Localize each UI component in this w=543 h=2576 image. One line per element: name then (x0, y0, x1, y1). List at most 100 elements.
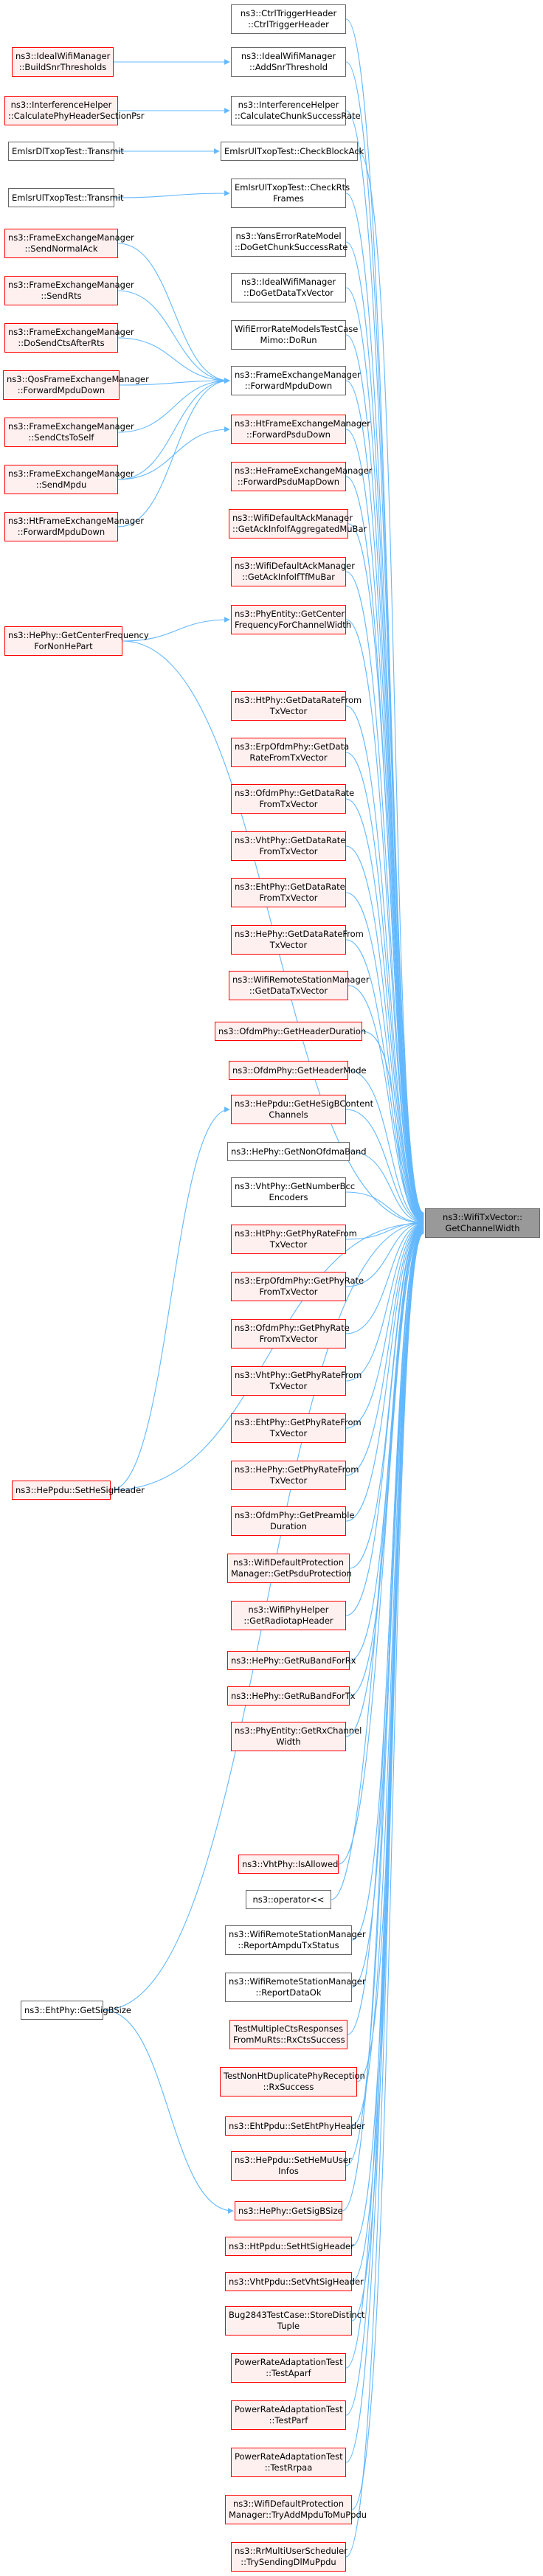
node-testrrpaa[interactable]: PowerRateAdaptationTest::TestRrpaa (231, 2448, 346, 2477)
node-heforwardpsdumapdown[interactable]: ns3::HeFrameExchangeManager::ForwardPsdu… (231, 462, 373, 491)
node-addsnrthreshold[interactable]: ns3::IdealWifiManager::AddSnrThreshold (231, 47, 346, 77)
node-forwardmpdudown[interactable]: ns3::FrameExchangeManager::ForwardMpduDo… (231, 366, 361, 395)
node-getheadermode[interactable]: ns3::OfdmPhy::GetHeaderMode (229, 1061, 367, 1080)
node-ultransmit[interactable]: EmlsrUlTxopTest::Transmit (8, 188, 124, 207)
node-label: ns3::QosFrameExchangeManager (7, 374, 149, 384)
node-operatorlshift[interactable]: ns3::operator<< (246, 1890, 331, 1909)
node-dogetchunksuccessrate[interactable]: ns3::YansErrorRateModel::DoGetChunkSucce… (231, 227, 347, 257)
call-edge-sendmpdu-to-htforwardpsdudown (117, 426, 230, 480)
node-sendnormalack[interactable]: ns3::FrameExchangeManager::SendNormalAck (4, 229, 134, 258)
node-buildsnrthresholds[interactable]: ns3::IdealWifiManager::BuildSnrThreshold… (12, 47, 114, 77)
node-testparf[interactable]: PowerRateAdaptationTest::TestParf (231, 2400, 346, 2430)
node-reportdataok[interactable]: ns3::WifiRemoteStationManager::ReportDat… (225, 1973, 366, 2002)
node-reportampdutxstatus[interactable]: ns3::WifiRemoteStationManager::ReportAmp… (225, 1925, 366, 1955)
node-label: ns3::IdealWifiManager (241, 51, 336, 61)
node-label: ns3::OfdmPhy::GetHeaderMode (232, 1064, 367, 1076)
node-label: ns3::FrameExchangeManager (8, 327, 134, 337)
node-getdatatxvector[interactable]: ns3::WifiRemoteStationManager::GetDataTx… (229, 971, 370, 1000)
node-getackinfoiftfmubar[interactable]: ns3::WifiDefaultAckManager::GetAckInfoIf… (231, 557, 355, 586)
node-calculatephyheadersectionpsr[interactable]: ns3::InterferenceHelper::CalculatePhyHea… (4, 96, 145, 125)
node-htforwardmpdudown[interactable]: ns3::HtFrameExchangeManager::ForwardMpdu… (4, 512, 144, 541)
node-sethesigheader[interactable]: ns3::HePpdu::SetHeSigHeader (12, 1481, 145, 1500)
node-hegetsigbsize[interactable]: ns3::HePhy::GetSigBSize (235, 2201, 343, 2220)
node-isallowed[interactable]: ns3::VhtPhy::IsAllowed (238, 1855, 339, 1874)
node-label: ns3::HtPhy::GetDataRateFrom (235, 695, 362, 705)
call-edge-operatorlshift (331, 1225, 424, 1900)
call-edge-hegetdatarate (345, 939, 424, 1223)
node-getradiotapheader[interactable]: ns3::WifiPhyHelper::GetRadiotapHeader (231, 1601, 346, 1630)
node-label: ns3::EhtPpdu::SetEhtPhyHeader (229, 2120, 365, 2131)
node-label: ns3::HePhy::GetRuBandForTx (231, 1690, 356, 1701)
node-setvhtsigheader[interactable]: ns3::VhtPpdu::SetVhtSigHeader (225, 2272, 364, 2291)
node-ctrltriggerheader[interactable]: ns3::CtrlTriggerHeader::CtrlTriggerHeade… (231, 4, 346, 34)
call-edge-getpsduprotection (349, 1222, 424, 1569)
node-ehtgetsigbsize[interactable]: ns3::EhtPhy::GetSigBSize (21, 2001, 131, 2020)
node-getheaderduration[interactable]: ns3::OfdmPhy::GetHeaderDuration (215, 1022, 366, 1041)
node-getackinfoifaggregatedmubar[interactable]: ns3::WifiDefaultAckManager::GetAckInfoIf… (229, 509, 367, 539)
node-testaparf[interactable]: PowerRateAdaptationTest::TestAparf (231, 2353, 346, 2383)
node-label: ::GetAckInfoIfAggregatedMuBar (232, 524, 367, 534)
node-label: ns3::IdealWifiManager (241, 277, 336, 287)
node-label: ns3::OfdmPhy::GetPreamble (235, 1510, 355, 1520)
node-sendrts[interactable]: ns3::FrameExchangeManager::SendRts (4, 276, 134, 305)
node-label: ns3::HtPpdu::SetHtSigHeader (229, 2240, 354, 2251)
call-edge-rxctssuccess (347, 1226, 424, 2035)
node-label: FromTxVector (259, 846, 318, 856)
call-edge-getcenterfrequencyfornonhepart-to-getcenterfrequencyforchannelwidth (122, 617, 230, 642)
node-calculatechunksuccessrate[interactable]: ns3::InterferenceHelper::CalculateChunkS… (231, 96, 361, 125)
call-edge-getpreambleduration (345, 1222, 424, 1522)
node-rxchecklbkack[interactable]: EmlsrUlTxopTest::CheckBlockAck (221, 142, 364, 161)
node-label: ns3::HePhy::GetDataRateFrom (235, 929, 364, 939)
node-getrubandfortx[interactable]: ns3::HePhy::GetRuBandForTx (227, 1686, 356, 1706)
node-label: WifiErrorRateModelsTestCase (235, 324, 359, 334)
node-label: ns3::IdealWifiManager (15, 51, 111, 61)
node-sendctstoself[interactable]: ns3::FrameExchangeManager::SendCtsToSelf (4, 418, 134, 447)
node-target[interactable]: ns3::WifiTxVector::GetChannelWidth (425, 1208, 540, 1238)
node-htforwardpsdudown[interactable]: ns3::HtFrameExchangeManager::ForwardPsdu… (231, 415, 370, 444)
call-edges (103, 18, 424, 2558)
node-sendmpdu[interactable]: ns3::FrameExchangeManager::SendMpdu (4, 465, 134, 494)
node-label: ::GetAckInfoIfTfMuBar (241, 572, 336, 582)
node-dogetdatatxvector[interactable]: ns3::IdealWifiManager::DoGetDataTxVector (231, 273, 346, 302)
node-sethtsigheader[interactable]: ns3::HtPpdu::SetHtSigHeader (225, 2237, 354, 2256)
node-label: ::DoGetDataTxVector (243, 288, 334, 298)
node-getrubandforrx[interactable]: ns3::HePhy::GetRuBandForRx (227, 1651, 356, 1670)
node-setehtphyheader[interactable]: ns3::EhtPpdu::SetEhtPhyHeader (225, 2116, 365, 2136)
node-qosforwardmpdudown[interactable]: ns3::QosFrameExchangeManager::ForwardMpd… (3, 370, 149, 400)
call-edge-testaparf (345, 1229, 424, 2369)
node-trysendingdlmuppdu[interactable]: ns3::RrMultiUserScheduler::TrySendingDlM… (231, 2542, 347, 2572)
node-rxsuccess[interactable]: TestNonHtDuplicatePhyReception::RxSucces… (220, 2067, 365, 2097)
node-dltransmit[interactable]: EmlsrDlTxopTest::Transmit (8, 142, 124, 161)
node-label: ns3::HeFrameExchangeManager (235, 465, 373, 476)
node-label: TxVector (269, 940, 308, 950)
node-dosendctsafterrts[interactable]: ns3::FrameExchangeManager::DoSendCtsAfte… (4, 323, 134, 353)
node-label: TestMultipleCtsResponses (233, 2023, 344, 2034)
node-label: EmlsrUlTxopTest::CheckBlockAck (224, 145, 364, 156)
node-getnonofdmaband[interactable]: ns3::HePhy::GetNonOfdmaBand (227, 1142, 367, 1161)
